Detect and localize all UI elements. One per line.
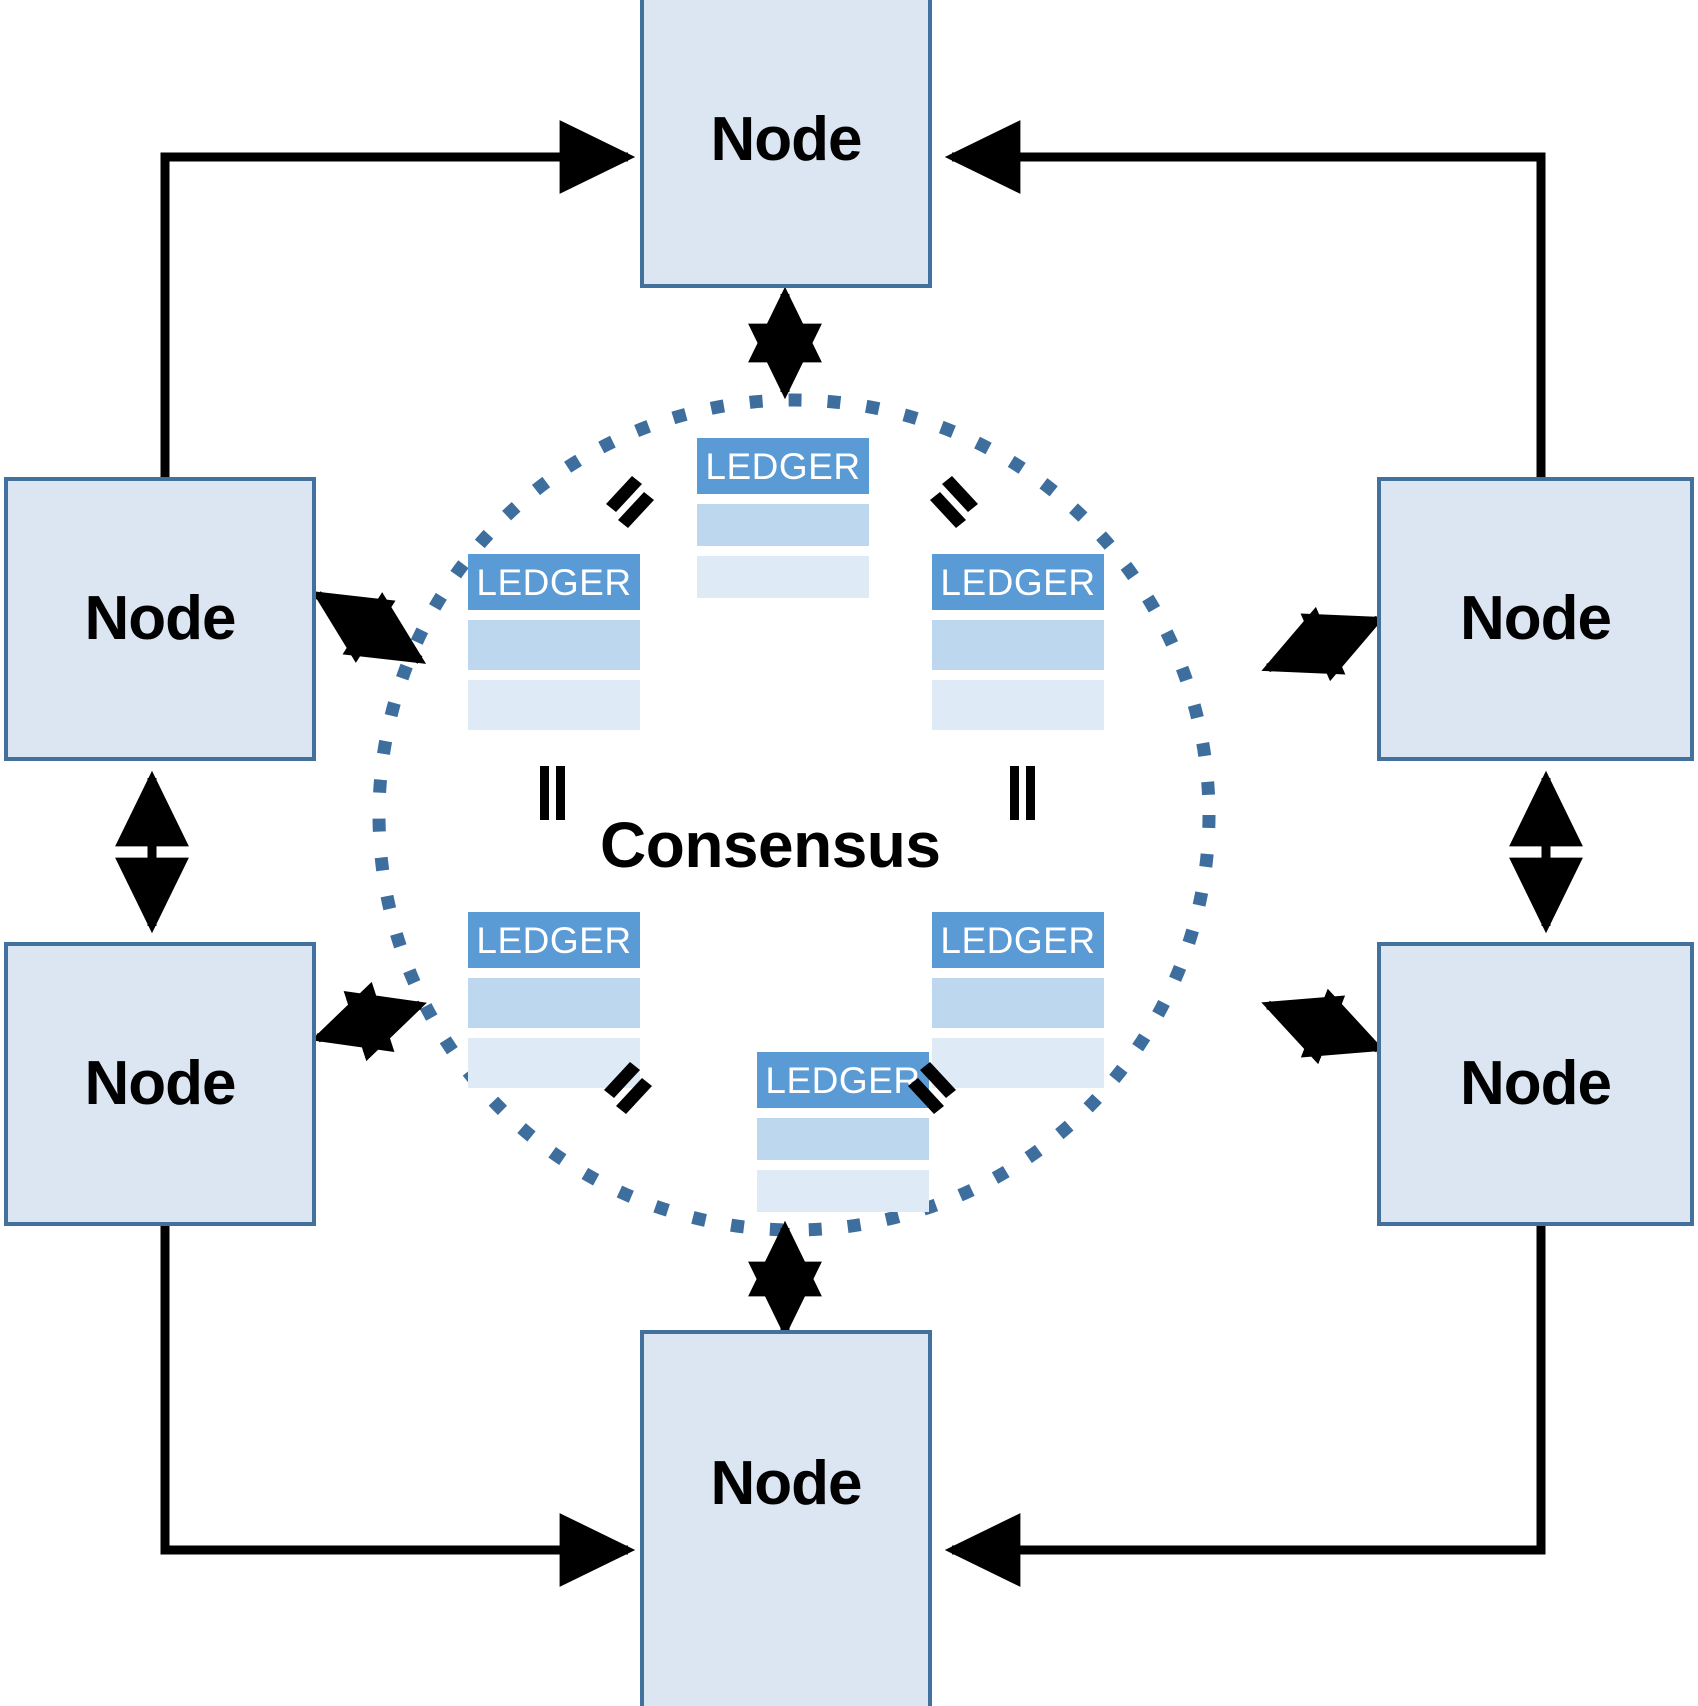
conn-left-to-bottom [160,1222,636,1587]
node-right-lower-label: Node [1460,1049,1612,1118]
conn-left-to-top [160,120,636,477]
ledger-spacer [697,546,869,556]
ledger-lower-left[interactable]: LEDGER [468,912,640,1088]
ledger-spacer [932,1028,1104,1038]
ledger-spacer [468,968,640,978]
ledger-spacer [468,1028,640,1038]
ledger-bottom-header: LEDGER [757,1052,929,1108]
ledger-top[interactable]: LEDGER [697,438,869,598]
ledger-upper-left[interactable]: LEDGER [468,554,640,730]
ledger-lower-right[interactable]: LEDGER [932,912,1104,1088]
node-right-upper[interactable]: Node [1377,477,1694,761]
ledger-spacer [697,494,869,504]
conn-rightupper-to-circle [1261,606,1385,682]
ledger-lower-left-row-2 [468,1038,640,1088]
conn-right-to-top [944,120,1546,477]
ledger-spacer [468,610,640,620]
ledger-upper-right-row-2 [932,680,1104,730]
node-right-lower[interactable]: Node [1377,942,1694,1226]
equals-upper-right [930,476,978,528]
equals-mid-right [1010,766,1035,820]
ledger-top-row-1 [697,504,869,546]
ledger-top-row-2 [697,556,869,598]
ledger-bottom-row-1 [757,1118,929,1160]
ledger-lower-left-row-1 [468,978,640,1028]
node-left-lower-label: Node [84,1049,237,1118]
equals-mid-left [540,766,565,820]
ledger-upper-right[interactable]: LEDGER [932,554,1104,730]
ledger-lower-right-row-1 [932,978,1104,1028]
node-bottom[interactable]: Node [640,1330,932,1706]
node-left-upper[interactable]: Node [4,477,316,761]
ledger-top-header: LEDGER [697,438,869,494]
equals-upper-left [606,476,654,528]
ledger-spacer [932,968,1104,978]
node-bottom-label: Node [710,1449,863,1518]
consensus-circle [372,393,1216,1237]
node-left-lower[interactable]: Node [4,942,316,1226]
ledger-lower-right-row-2 [932,1038,1104,1088]
conn-right-to-bottom [944,1222,1546,1587]
ledger-upper-right-row-1 [932,620,1104,670]
ledger-bottom[interactable]: LEDGER [757,1052,929,1212]
ledger-upper-left-row-2 [468,680,640,730]
conn-leftlower-to-circle [311,981,427,1062]
node-top[interactable]: Node [640,0,932,288]
ledger-lower-right-header: LEDGER [932,912,1104,968]
node-left-upper-label: Node [84,584,237,653]
ledger-spacer [932,670,1104,680]
conn-leftupper-to-circle [311,591,427,664]
ledger-bottom-row-2 [757,1170,929,1212]
ledger-spacer [468,670,640,680]
ledger-spacer [757,1108,929,1118]
ledger-lower-left-header: LEDGER [468,912,640,968]
ledger-upper-right-header: LEDGER [932,554,1104,610]
ledger-upper-left-header: LEDGER [468,554,640,610]
ledger-spacer [932,610,1104,620]
conn-rightlower-to-circle [1261,988,1385,1065]
equals-lower-left [604,1062,652,1114]
consensus-label: Consensus [600,809,941,881]
ledger-spacer [757,1160,929,1170]
equals-lower-right [908,1062,956,1114]
node-right-upper-label: Node [1460,584,1612,653]
node-top-label: Node [710,105,863,174]
ledger-upper-left-row-1 [468,620,640,670]
